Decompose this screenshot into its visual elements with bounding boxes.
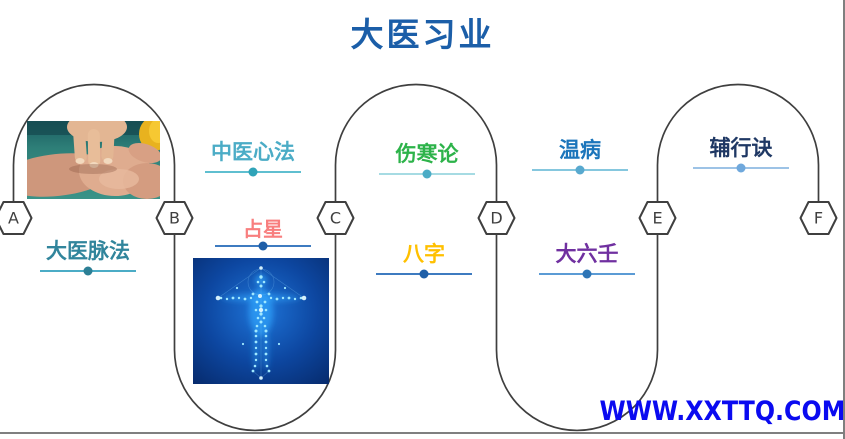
subject-label: 伤寒论 xyxy=(395,142,459,166)
node-b-label: B xyxy=(169,209,180,228)
subject-underline xyxy=(205,167,301,177)
subject-underline xyxy=(693,163,789,173)
subject-shang-han-lun: 伤寒论 xyxy=(377,142,477,179)
subject-label: 温病 xyxy=(559,138,601,162)
node-f-label: F xyxy=(814,209,823,228)
subject-underline xyxy=(539,269,635,279)
node-c: C xyxy=(316,201,355,235)
digital-human-body-figure xyxy=(193,258,329,384)
subject-dot xyxy=(582,269,592,279)
right-edge-rule xyxy=(843,0,845,439)
serpentine-path xyxy=(12,83,820,432)
subject-fu-xing-jue: 辅行诀 xyxy=(691,136,791,173)
node-b: B xyxy=(155,201,194,235)
node-c-label: C xyxy=(330,209,341,228)
node-e-label: E xyxy=(652,209,662,228)
subject-label: 占星 xyxy=(243,217,283,241)
page-title: 大医习业 xyxy=(350,15,495,54)
subject-dot xyxy=(248,167,258,177)
subject-wen-bing: 温病 xyxy=(530,138,630,175)
subject-label: 八字 xyxy=(403,242,445,266)
subject-da-yi-mai-fa: 大医脉法 xyxy=(38,239,138,276)
practitioner-hand xyxy=(67,121,160,174)
subject-dot xyxy=(419,269,429,279)
subject-label: 大六壬 xyxy=(555,242,619,266)
bottom-edge-rule xyxy=(0,432,845,434)
node-d: D xyxy=(477,201,516,235)
node-a-label: A xyxy=(8,209,19,228)
subject-da-liu-ren: 大六壬 xyxy=(537,242,637,279)
subject-underline xyxy=(376,269,472,279)
subject-ba-zi: 八字 xyxy=(374,242,474,279)
watermark-url: WWW.XXTTQ.COM xyxy=(599,396,845,427)
subject-underline xyxy=(379,169,475,179)
subject-dot xyxy=(736,163,746,173)
subject-zhong-yi-xin-fa: 中医心法 xyxy=(203,140,303,177)
node-a: A xyxy=(0,201,33,235)
pulse-diagnosis-photo xyxy=(27,121,160,199)
node-d-label: D xyxy=(490,209,502,228)
subject-dot xyxy=(258,241,268,251)
subject-underline xyxy=(532,165,628,175)
subject-dot xyxy=(83,266,93,276)
subject-label: 辅行诀 xyxy=(709,136,773,160)
subject-label: 大医脉法 xyxy=(46,239,130,263)
subject-underline xyxy=(215,241,311,251)
subject-dot xyxy=(422,169,432,179)
node-e: E xyxy=(638,201,677,235)
subject-underline xyxy=(40,266,136,276)
subject-label: 中医心法 xyxy=(211,140,295,164)
subject-zhan-xing: 占星 xyxy=(213,217,313,251)
node-f: F xyxy=(799,201,838,235)
subject-dot xyxy=(575,165,585,175)
